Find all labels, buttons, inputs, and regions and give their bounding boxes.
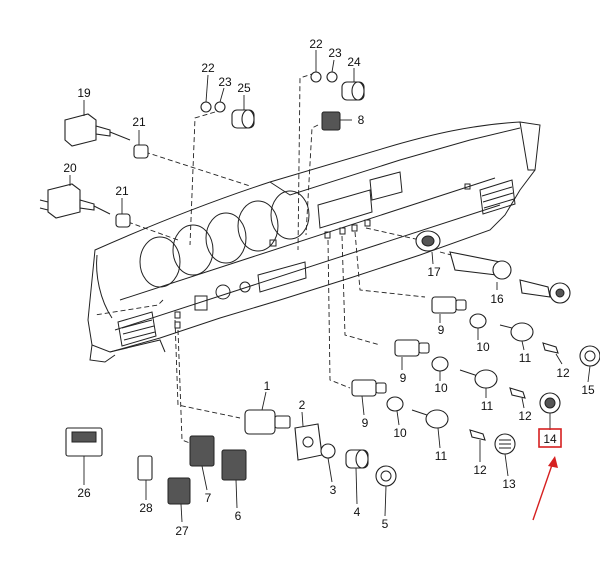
part-23-washer-right <box>326 71 338 83</box>
part-22-nut-right <box>310 71 322 83</box>
callout-7: 7 <box>205 491 212 505</box>
part-12-bulb-mid <box>509 387 526 399</box>
part-22-nut-left <box>200 101 212 113</box>
part-11-plug-mid <box>459 369 498 389</box>
callout-9-mid: 9 <box>400 371 407 385</box>
part-3-nut <box>320 443 336 459</box>
callout-22-left: 22 <box>201 61 215 75</box>
callout-19: 19 <box>77 86 91 100</box>
callout-12-low: 12 <box>473 463 487 477</box>
part-23-washer-left <box>214 101 226 113</box>
part-10-knob-mid <box>431 356 449 372</box>
part-9-switch-mid <box>394 339 430 357</box>
part-27-switch <box>167 477 191 505</box>
callout-1: 1 <box>264 379 271 393</box>
callout-13: 13 <box>502 477 516 491</box>
callout-20: 20 <box>63 161 77 175</box>
callout-27: 27 <box>175 524 189 538</box>
part-10-knob-top <box>469 313 487 329</box>
callout-3: 3 <box>330 483 337 497</box>
callout-labels: 1 2 3 4 5 6 7 8 9 9 9 10 10 10 11 11 11 … <box>63 37 595 538</box>
callout-10-top: 10 <box>476 340 490 354</box>
callout-4: 4 <box>354 505 361 519</box>
part-11-plug-low <box>411 409 449 429</box>
part-4-knob <box>345 449 369 469</box>
part-26-relay <box>65 427 103 457</box>
part-2-plate <box>294 423 323 461</box>
callout-16: 16 <box>490 292 504 306</box>
callout-9-low: 9 <box>362 416 369 430</box>
part-25-knob <box>231 109 255 129</box>
part-16-lighter-assembly <box>449 251 571 304</box>
leader-lines <box>69 50 591 523</box>
part-8-switch <box>321 111 341 131</box>
callout-23-right: 23 <box>328 46 342 60</box>
part-12-bulb-low <box>469 429 486 441</box>
callout-9-top: 9 <box>438 323 445 337</box>
part-1-main-switch <box>244 409 291 435</box>
part-20-rotary-switch <box>39 183 111 219</box>
highlight-box <box>538 428 562 448</box>
callout-11-top: 11 <box>519 351 532 365</box>
callout-11-mid: 11 <box>481 399 494 413</box>
callout-21-upper: 21 <box>132 115 146 129</box>
part-9-switch-low <box>351 379 387 397</box>
callout-6: 6 <box>235 509 242 523</box>
part-24-knob <box>341 81 365 101</box>
part-21-knob-upper <box>133 144 149 159</box>
callout-12-top: 12 <box>556 366 570 380</box>
assembly-lines <box>94 72 471 446</box>
highlight-arrowhead <box>548 456 558 468</box>
part-6-rocker-switch <box>221 449 247 481</box>
part-28-switch <box>137 455 153 481</box>
callout-10-mid: 10 <box>434 381 448 395</box>
callout-23-left: 23 <box>218 75 232 89</box>
part-12-bulb-top <box>542 342 559 354</box>
callout-17: 17 <box>427 265 441 279</box>
part-17-bezel <box>415 230 441 252</box>
part-13-lens <box>494 433 516 455</box>
callout-24: 24 <box>347 55 361 69</box>
callout-15: 15 <box>581 383 595 397</box>
part-10-knob-low <box>386 396 404 412</box>
callout-2: 2 <box>299 398 306 412</box>
part-21-knob-lower <box>115 213 131 228</box>
callout-22-right: 22 <box>309 37 323 51</box>
part-7-rocker-switch <box>189 435 215 467</box>
callout-21-lower: 21 <box>115 184 129 198</box>
highlight-arrow <box>532 461 554 521</box>
callout-5: 5 <box>382 517 389 531</box>
callout-8: 8 <box>358 113 365 127</box>
callout-12-mid: 12 <box>518 409 532 423</box>
callout-11-low: 11 <box>435 449 448 463</box>
highlight-14 <box>532 428 562 521</box>
callout-26: 26 <box>77 486 91 500</box>
part-9-switch-top <box>431 296 467 314</box>
callout-25: 25 <box>237 81 251 95</box>
callout-28: 28 <box>139 501 153 515</box>
part-5-lens <box>375 465 397 487</box>
part-14-lens <box>539 392 561 414</box>
callout-10-low: 10 <box>393 426 407 440</box>
part-11-plug-top <box>499 322 534 342</box>
part-19-rotary-switch <box>64 113 131 147</box>
callout-14: 14 <box>543 432 557 446</box>
dashboard-body <box>87 121 541 363</box>
part-15-lens <box>579 345 600 367</box>
